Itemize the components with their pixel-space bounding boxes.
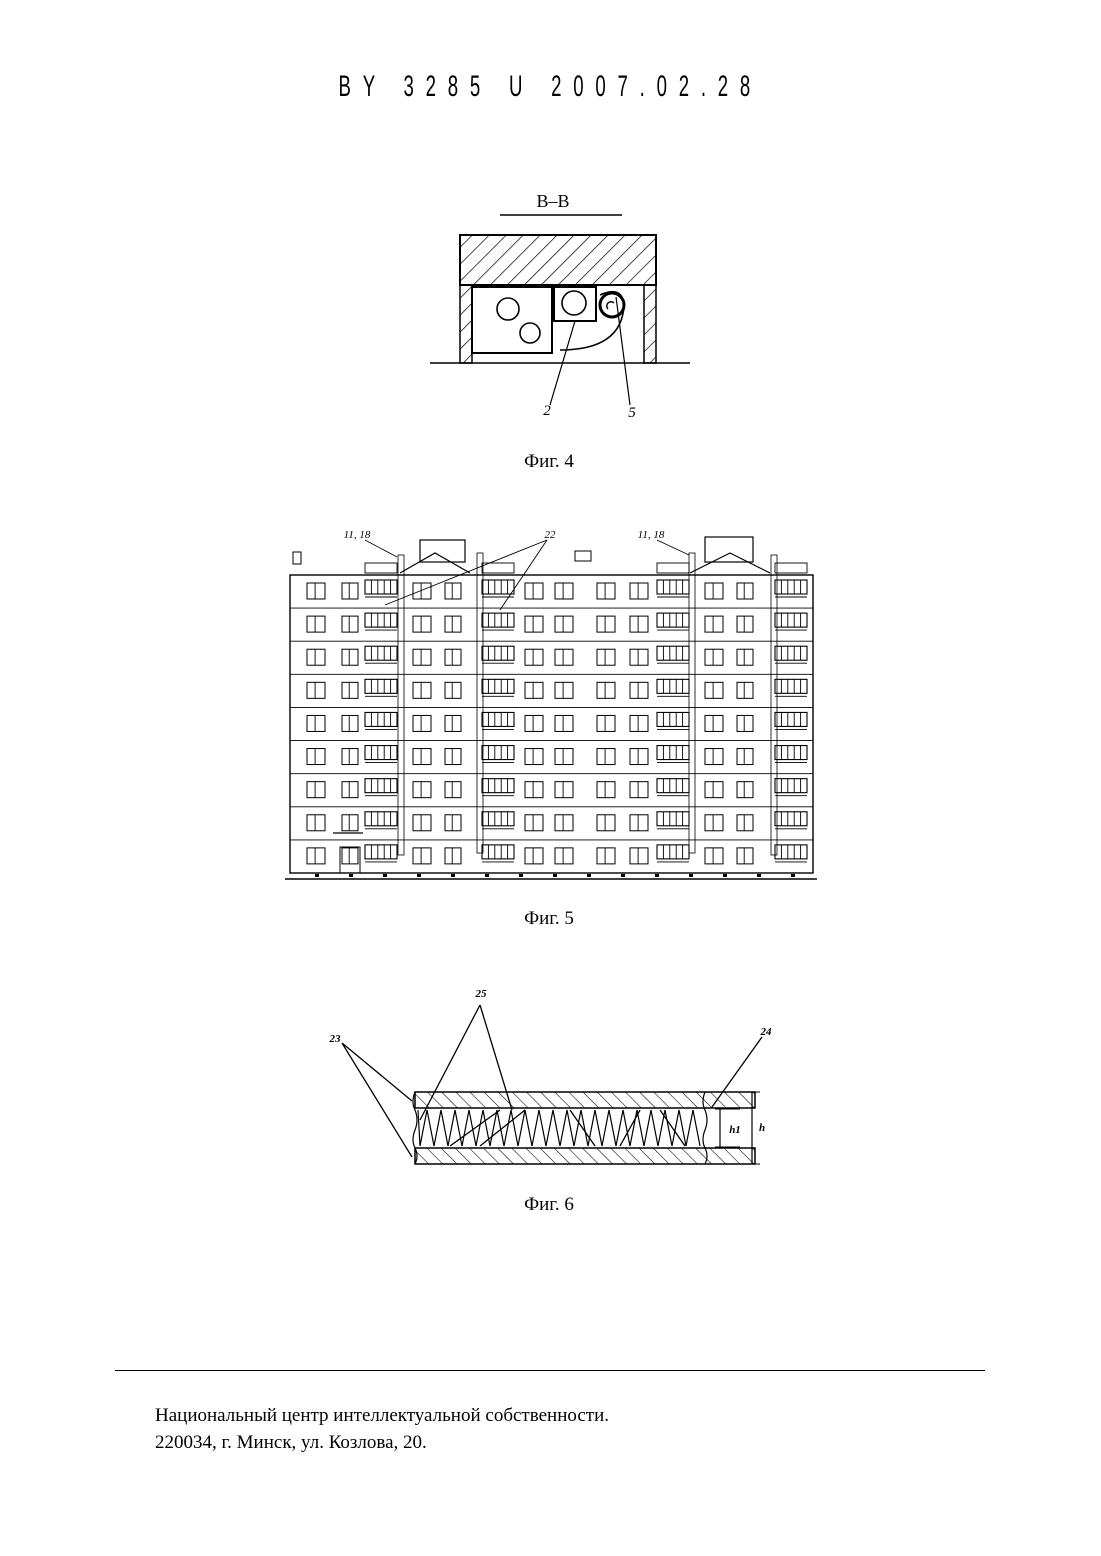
- label-23: 23: [329, 1033, 342, 1045]
- figure-6-panel-section: 23 25 24 h1 h: [320, 985, 780, 1175]
- label-25: 25: [475, 988, 488, 1000]
- callout-label-11-18-right: 11, 18: [638, 529, 665, 541]
- footer-line-2: 220034, г. Минск, ул. Козлова, 20.: [155, 1429, 609, 1456]
- figure-4-drawing: B–B 2 5: [420, 185, 700, 435]
- callout-label-22: 22: [545, 529, 557, 541]
- footer-divider: [115, 1370, 985, 1371]
- figure-5-building-facade: 11, 18 22 11, 18: [285, 525, 817, 885]
- figure-5-caption: Фиг. 5: [449, 908, 649, 930]
- figure-6-caption: Фиг. 6: [449, 1194, 649, 1216]
- callout-label-11-18-left: 11, 18: [344, 529, 371, 541]
- footer-address: Национальный центр интеллектуальной собс…: [155, 1402, 609, 1456]
- section-label: B–B: [536, 191, 569, 211]
- label-24: 24: [760, 1026, 773, 1038]
- figure-4-caption: Фиг. 4: [449, 451, 649, 473]
- leader-label-2: 2: [543, 403, 551, 419]
- leader-label-5: 5: [628, 405, 636, 421]
- label-h1: h1: [729, 1124, 741, 1136]
- label-h: h: [759, 1122, 765, 1134]
- document-header: BY 3285 U 2007.02.28: [209, 70, 892, 104]
- footer-line-1: Национальный центр интеллектуальной собс…: [155, 1402, 609, 1429]
